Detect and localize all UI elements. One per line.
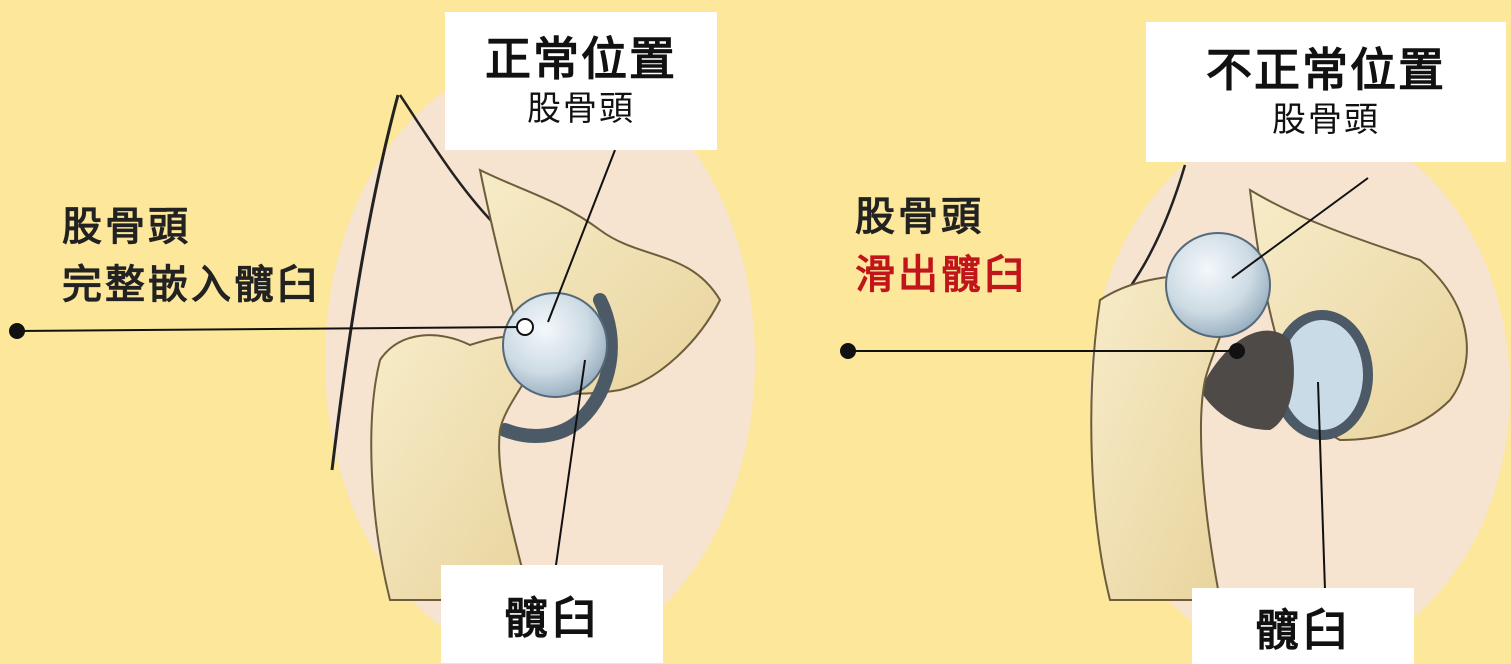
left-femoral-head [503, 293, 607, 397]
left-pointer-dot-end [517, 319, 533, 335]
right-side-label-line2: 滑出髖臼 [855, 246, 1027, 304]
left-title: 正常位置 [485, 31, 677, 87]
right-pointer-dot-start [840, 343, 856, 359]
left-title-box: 正常位置 股骨頭 [445, 12, 717, 150]
left-side-label: 股骨頭 完整嵌入髖臼 [62, 198, 320, 314]
right-title: 不正常位置 [1206, 42, 1446, 98]
right-side-label: 股骨頭 滑出髖臼 [855, 188, 1027, 304]
left-side-label-line2: 完整嵌入髖臼 [62, 256, 320, 314]
left-title-sub: 股骨頭 [527, 87, 635, 131]
right-side-label-line1: 股骨頭 [855, 188, 1027, 246]
left-bottom-box: 髖臼 [441, 565, 663, 663]
right-bottom-label: 髖臼 [1255, 594, 1351, 658]
left-bottom-label: 髖臼 [504, 582, 600, 646]
right-title-sub: 股骨頭 [1272, 98, 1380, 142]
right-femoral-head [1166, 233, 1270, 337]
right-pointer-dot-end [1229, 343, 1245, 359]
left-pointer-dot-start [9, 323, 25, 339]
right-title-box: 不正常位置 股骨頭 [1146, 22, 1506, 162]
right-bottom-box: 髖臼 [1192, 588, 1414, 664]
left-side-label-line1: 股骨頭 [62, 198, 320, 256]
